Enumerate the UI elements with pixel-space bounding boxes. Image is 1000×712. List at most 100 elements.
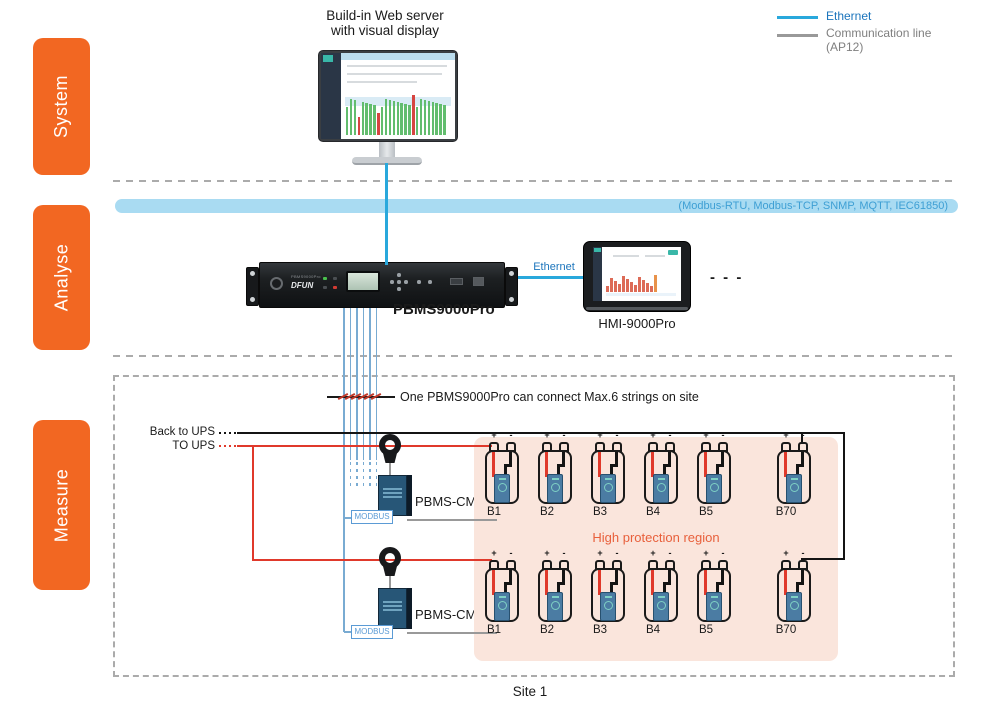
web-server-label: Build-in Web server with visual display: [326, 8, 444, 38]
section-tab-measure: Measure: [33, 420, 90, 590]
gateway-lcd-display: [346, 271, 380, 292]
monitor-screen-sidebar: [321, 53, 341, 139]
string-bus-spare: [375, 462, 377, 490]
dc-negative-line-string1: [237, 432, 845, 435]
battery-sensor-icon: [600, 474, 616, 503]
normal-bar: [392, 101, 396, 135]
battery-negative-wire: [610, 582, 618, 585]
battery-negative-wire: [509, 570, 512, 585]
high-protection-label: High protection region: [592, 530, 720, 545]
battery-negative-wire: [504, 464, 512, 467]
minus-label: -: [721, 548, 725, 558]
gateway-usb-port: [473, 277, 484, 286]
battery-negative-wire: [557, 464, 565, 467]
gateway-led-run: [323, 277, 327, 280]
hmi-bar: [638, 277, 641, 292]
string-bus-line-1-continuation: [343, 460, 345, 632]
plus-label: +: [491, 548, 497, 558]
monitor-screen-row: [347, 73, 442, 75]
back-to-ups-label: Back to UPS: [149, 426, 215, 438]
to-ups-label: TO UPS: [172, 440, 215, 452]
gateway-nav-right-button: [404, 280, 408, 284]
battery-sensor-icon: [600, 592, 616, 621]
section-tab-analyse: Analyse: [33, 205, 90, 350]
section-tab-system: System: [33, 38, 90, 175]
battery: [777, 568, 811, 622]
legend-ethernet-line: [777, 16, 818, 19]
string-bus-line-2: [349, 308, 351, 460]
battery: [697, 450, 731, 504]
battery-name-label: B1: [486, 624, 502, 636]
battery-negative-wire: [796, 464, 799, 476]
normal-bar: [365, 103, 368, 135]
battery: [538, 450, 572, 504]
gateway-panel-model: PBMS9000Pro: [291, 274, 321, 279]
hmi-bar: [618, 284, 621, 292]
plus-label: +: [491, 430, 497, 440]
hmi-bar-chart: [606, 270, 676, 292]
battery-name-label: B3: [592, 624, 608, 636]
battery-name-label: B3: [592, 506, 608, 518]
battery-negative-wire: [663, 582, 666, 594]
battery-positive-wire: [784, 452, 787, 477]
normal-bar: [443, 105, 446, 135]
minus-label: -: [801, 548, 805, 558]
gateway-rack-ear-right: [505, 267, 518, 306]
legend-comm-line: [777, 34, 818, 37]
pbms-cm-label: PBMS-CM: [415, 607, 477, 622]
site-boundary-box: [113, 375, 955, 677]
battery-sensor-icon: [547, 592, 563, 621]
normal-bar: [416, 107, 419, 135]
battery-negative-wire: [801, 452, 804, 467]
gateway-led: [333, 277, 337, 280]
battery-sensor-icon: [786, 474, 802, 503]
normal-bar: [400, 103, 403, 135]
legend-ethernet-label: Ethernet: [826, 9, 872, 23]
hmi-screen-row: [645, 255, 665, 257]
battery-name-label: B4: [645, 624, 661, 636]
battery-negative-wire: [504, 464, 507, 476]
battery-negative-wire: [663, 464, 671, 467]
battery: [644, 568, 678, 622]
battery-sensor-icon: [494, 474, 510, 503]
gateway-nav-ok-button: [397, 280, 401, 284]
hmi-bar: [626, 279, 629, 292]
battery-negative-wire: [716, 582, 724, 585]
protocol-bus-bar: (Modbus-RTU, Modbus-TCP, SNMP, MQTT, IEC…: [115, 199, 958, 213]
battery-sensor-icon: [494, 592, 510, 621]
hmi-bar: [650, 286, 653, 292]
battery-negative-wire: [668, 452, 671, 467]
normal-bar: [404, 104, 407, 135]
ethernet-link-label: Ethernet: [533, 261, 575, 273]
dc-positive-branch: [252, 445, 255, 561]
plus-label: +: [597, 548, 603, 558]
hmi-screen-sidebar: [593, 247, 602, 301]
gateway-screw: [250, 271, 255, 276]
battery-negative-wire: [562, 570, 565, 585]
plus-label: +: [597, 430, 603, 440]
plus-label: +: [783, 548, 789, 558]
pbms-cm-module-side: [407, 475, 412, 516]
ct-signal-line: [389, 463, 391, 476]
hmi-bottom-edge: [586, 307, 688, 310]
hmi-bar: [654, 275, 657, 292]
monitor-chart-band: [345, 97, 451, 106]
battery-negative-wire: [610, 582, 613, 594]
hmi-bar: [614, 281, 617, 292]
separator-system-analyse: [113, 180, 958, 182]
string-bus-spare: [356, 462, 358, 490]
normal-bar: [369, 104, 372, 135]
string-bus-line-4: [362, 308, 364, 460]
battery-negative-wire: [610, 464, 613, 476]
battery-negative-wire: [721, 452, 724, 467]
battery-positive-wire: [704, 452, 707, 477]
battery-positive-wire: [651, 570, 654, 595]
minus-label: -: [615, 430, 619, 440]
max-strings-note: One PBMS9000Pro can connect Max.6 string…: [400, 390, 699, 404]
to-ups-leader-dots: [219, 445, 237, 447]
monitor-screen-header: [341, 53, 455, 60]
battery-negative-wire: [610, 464, 618, 467]
battery-negative-wire: [721, 570, 724, 585]
alarm-bar: [412, 95, 415, 135]
gateway-esc-button: [417, 280, 421, 284]
